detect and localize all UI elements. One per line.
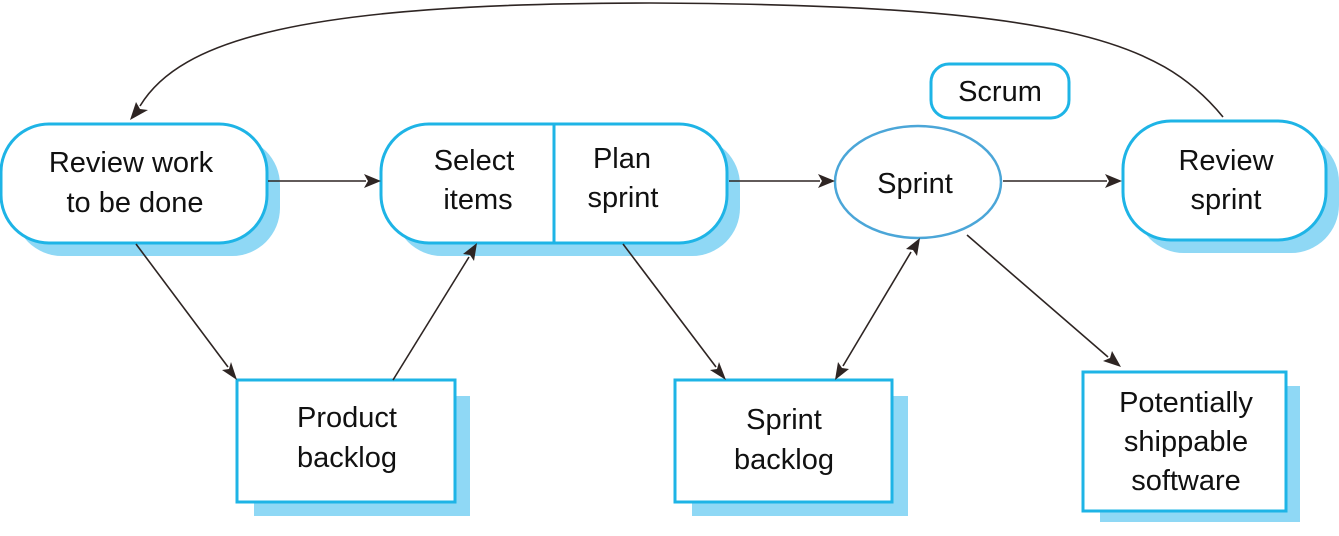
plan-sprint-label-line1: Plan: [593, 143, 651, 175]
arrows: [130, 2, 1224, 381]
shippable-label-line1: Potentially: [1119, 387, 1253, 419]
sprint-ellipse: [833, 124, 1003, 240]
select-items-label-line1: Select: [434, 145, 515, 177]
scrum-title-box: [929, 62, 1071, 120]
sprint-backlog-box: [673, 378, 894, 504]
arrowhead: [130, 102, 148, 120]
review-sprint-box: [1121, 119, 1328, 242]
arrowhead: [364, 174, 381, 188]
arrow-sprint-to-shippable: [966, 234, 1109, 358]
review-work-label-line2: to be done: [66, 187, 203, 219]
arrow-review-to-product-backlog: [135, 243, 229, 368]
sprint-backlog-label-line1: Sprint: [746, 404, 822, 436]
select-items-label-line2: items: [443, 184, 512, 216]
shippable-label-line2: shippable: [1124, 426, 1248, 458]
arrow-product-backlog-to-select: [392, 256, 470, 381]
arrow-plan-to-sprint-backlog: [622, 243, 717, 368]
arrowhead: [222, 362, 237, 380]
arrowhead: [818, 174, 835, 188]
sprint-backlog-label-line2: backlog: [734, 444, 834, 476]
product-backlog-label-line1: Product: [297, 402, 397, 434]
review-work-box: [0, 122, 269, 245]
product-backlog-label-line2: backlog: [297, 442, 397, 474]
sprint-label: Sprint: [877, 168, 953, 200]
review-sprint-label-line1: Review: [1178, 145, 1274, 177]
arrowhead: [710, 362, 726, 380]
arrow-feedback-loop: [139, 2, 1224, 118]
arrowhead: [1103, 351, 1121, 367]
arrowhead: [463, 243, 477, 261]
arrow-sprint-backlog-sprint: [842, 251, 912, 367]
plan-sprint-label-line2: sprint: [588, 182, 659, 214]
product-backlog-box: [235, 378, 457, 504]
shippable-box: [1081, 370, 1288, 513]
arrowhead: [835, 362, 849, 380]
review-work-label-line1: Review work: [49, 147, 214, 179]
scrum-title: Scrum: [958, 76, 1042, 108]
arrowhead: [906, 238, 920, 256]
arrowhead: [1105, 174, 1122, 188]
review-sprint-label-line2: sprint: [1191, 184, 1262, 216]
shippable-label-line3: software: [1131, 465, 1241, 497]
